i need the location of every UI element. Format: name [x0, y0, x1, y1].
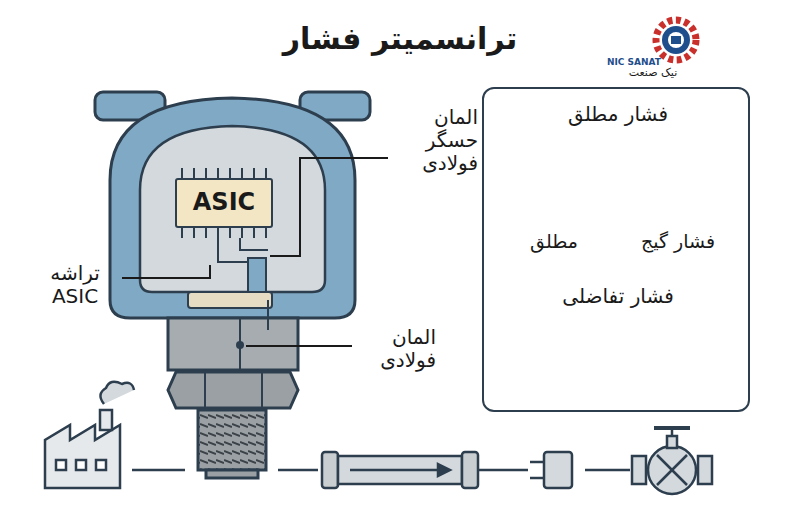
- drawing-part: [198, 410, 266, 470]
- drawing-part: [338, 456, 462, 484]
- drawing-part: [206, 470, 258, 478]
- drawing-part: [140, 126, 325, 292]
- drawing-part: [667, 436, 677, 448]
- drawing-part: [168, 372, 298, 408]
- drawing-part: [204, 372, 206, 408]
- chip-label: ASIC: [193, 189, 255, 217]
- drawing-part: [132, 469, 185, 472]
- drawing-part: [181, 228, 183, 238]
- drawing-part: [261, 372, 263, 408]
- drawing-part: [217, 228, 219, 238]
- drawing-part: [265, 228, 267, 238]
- drawing-part: [168, 318, 298, 370]
- drawing-part: [100, 382, 134, 404]
- drawing-part: [193, 228, 195, 238]
- drawing-part: [267, 300, 269, 330]
- pressure-types-panel: فشار مطلق مطلق فشار گیج فشار تفاضلی: [482, 87, 750, 412]
- drawing-part: [544, 452, 572, 488]
- drawing-part: [438, 464, 450, 476]
- drawing-part: [100, 410, 112, 430]
- drawing-part: [229, 168, 231, 178]
- drawing-part: [240, 238, 268, 250]
- drawing-part: [657, 455, 687, 485]
- drawing-part: [205, 168, 207, 178]
- drawing-part: [668, 32, 684, 48]
- drawing-part: [265, 168, 267, 178]
- part-label: المان فولادی: [356, 326, 436, 372]
- part-label: المان حسگر فولادی: [388, 106, 478, 175]
- drawing-part: [350, 469, 440, 472]
- drawing-part: [110, 98, 355, 318]
- drawing-part: [662, 26, 690, 54]
- drawing-part: [270, 158, 388, 256]
- tube-label: فشار گیج: [622, 231, 734, 253]
- drawing-part: [96, 460, 106, 470]
- part-label: تراشه ASIC: [30, 262, 120, 308]
- drawing-part: [241, 228, 243, 238]
- drawing-part: [585, 469, 630, 472]
- drawing-part: [462, 452, 478, 488]
- drawing-part: [278, 469, 318, 472]
- drawing-part: [45, 425, 120, 488]
- asic-chip: ASIC: [175, 178, 273, 228]
- drawing-part: [193, 168, 195, 178]
- drawing-part: [76, 460, 86, 470]
- drawing-part: [188, 292, 272, 308]
- logo-icon: [656, 20, 696, 60]
- drawing-part: [698, 456, 712, 484]
- transmitter: [95, 92, 370, 478]
- title: ترانسمیتر فشار: [0, 22, 800, 57]
- drawing-part: [181, 168, 183, 178]
- drawing-part: [205, 228, 207, 238]
- drawing-part: [217, 168, 219, 178]
- drawing-part: [654, 426, 690, 430]
- tube-label: مطلق: [504, 231, 604, 253]
- drawing-part: [246, 345, 352, 347]
- drawing-part: [241, 168, 243, 178]
- drawing-part: [632, 456, 646, 484]
- drawing-part: [253, 168, 255, 178]
- drawing-part: [648, 446, 696, 494]
- drawing-part: [478, 469, 528, 472]
- logo-text: نیک صنعت: [618, 67, 688, 80]
- drawing-part: [671, 36, 681, 44]
- drawing-part: [56, 460, 66, 470]
- drawing-part: [656, 20, 696, 60]
- drawing-part: [236, 341, 244, 349]
- drawing-part: [229, 228, 231, 238]
- drawing-part: [530, 477, 544, 480]
- panel-heading: فشار تفاضلی: [484, 285, 752, 308]
- leader-lines: [122, 158, 388, 346]
- drawing-part: [530, 461, 544, 464]
- panel-heading: فشار مطلق: [484, 103, 752, 126]
- drawing-part: [248, 258, 266, 292]
- drawing-part: [253, 228, 255, 238]
- logo-text: NIC SANAT: [604, 57, 664, 67]
- drawing-part: [322, 452, 338, 488]
- drawing-part: [657, 455, 687, 485]
- drawing-part: [122, 265, 210, 278]
